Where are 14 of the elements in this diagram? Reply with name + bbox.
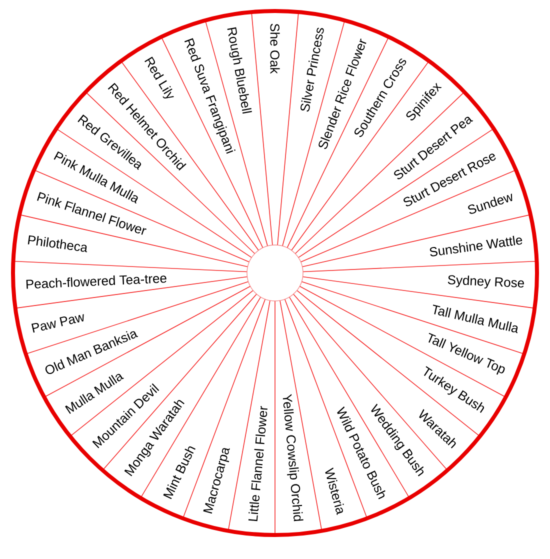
wheel-label: Sydney Rose [448,275,524,288]
wheel-label: Silver Princess [300,28,324,112]
wheel-label: Wisteria [325,467,344,515]
wheel-label: Mint Bush [163,446,196,500]
wheel-label: Rough Bluebell [227,27,252,114]
wheel-label: Little Flannel Flower [248,406,268,522]
wheel-label: Sundew [468,194,512,214]
wheel-label: Sunshine Wattle [430,236,522,256]
wheel-label: Tall Mulla Mulla [432,304,518,334]
wheel-label: Paw Paw [32,314,84,333]
wheel-label: Philotheca [28,235,88,252]
wheel-label: Peach-flowered Tea-tree [26,275,166,289]
wheel-label: Yellow Cowslip Orchid [282,394,304,522]
wheel-label: She Oak [270,24,280,74]
